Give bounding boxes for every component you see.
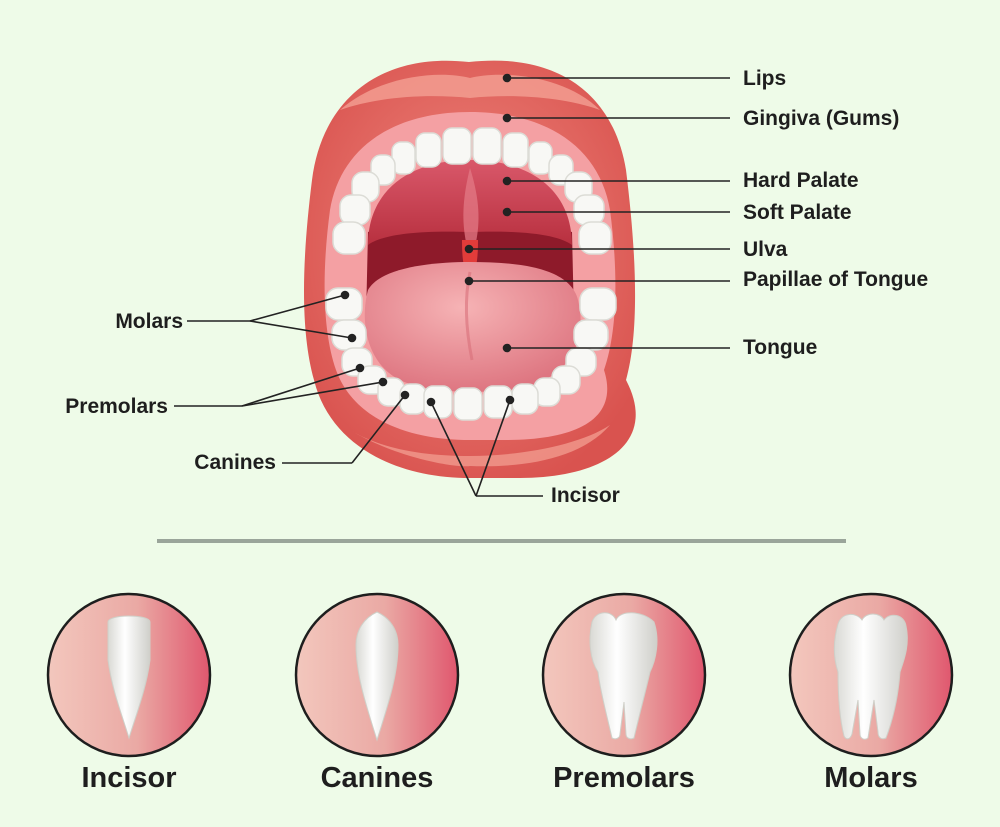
label-gingiva: Gingiva (Gums) xyxy=(743,107,900,130)
premolar-illustration xyxy=(541,592,707,758)
palate-raphe xyxy=(463,168,479,242)
label-canines: Canines xyxy=(194,451,276,474)
canine-illustration xyxy=(294,592,460,758)
label-papillae-of-tongue: Papillae of Tongue xyxy=(743,268,929,291)
upper-lip-highlight xyxy=(340,74,600,110)
label-incisor: Incisor xyxy=(551,484,620,507)
leader-lines-right xyxy=(464,73,730,353)
incisor-illustration xyxy=(46,592,212,758)
lower-teeth xyxy=(325,287,617,421)
label-premolars: Premolars xyxy=(65,395,168,418)
caption-premolars: Premolars xyxy=(553,762,695,794)
leader-lines-left xyxy=(174,290,543,497)
label-molars: Molars xyxy=(115,310,183,333)
label-soft-palate: Soft Palate xyxy=(743,201,852,224)
upper-teeth xyxy=(332,127,612,255)
label-hard-palate: Hard Palate xyxy=(743,169,859,192)
caption-canines: Canines xyxy=(320,762,434,794)
caption-molars: Molars xyxy=(824,762,918,794)
caption-incisor: Incisor xyxy=(81,762,177,794)
molar-illustration xyxy=(788,592,954,758)
label-lips: Lips xyxy=(743,67,787,90)
label-tongue: Tongue xyxy=(743,336,818,359)
label-ulva: Ulva xyxy=(743,238,788,261)
lower-lip-highlight xyxy=(350,425,610,467)
tongue-shape xyxy=(364,262,581,392)
